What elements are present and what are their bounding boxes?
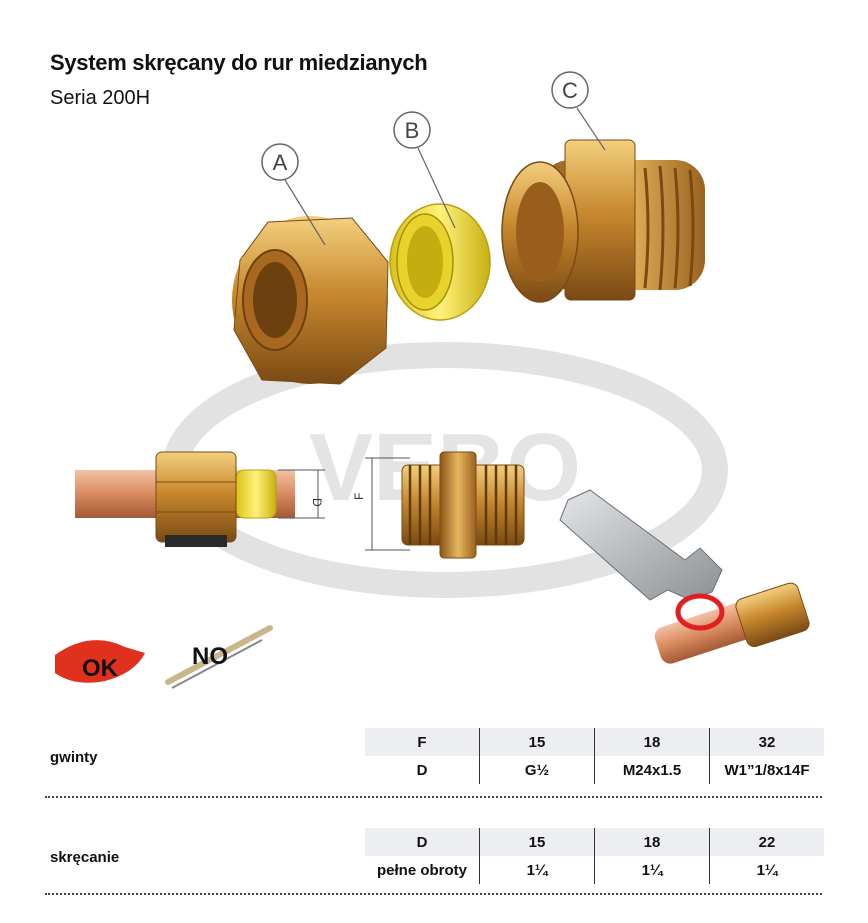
label-a-circle [261,143,299,181]
table-cell: D [416,761,428,779]
table-cell: 1¼ [709,856,824,884]
page-subtitle: Seria 200H [50,87,151,109]
label-c: C [562,78,578,103]
table-row: pełne obroty 1¼ 1¼ 1¼ [365,856,824,884]
product-illustration: VEBO A B C [55,71,810,689]
table-cell: 18 [594,728,710,756]
table-cell: 32 [709,728,824,756]
part-b-ring [389,203,491,321]
assembled-fitting [75,451,295,547]
threads-table: F 15 18 32 D G½ M24x1.5 W1”1/8x14F [365,728,824,784]
table-row: D G½ M24x1.5 W1”1/8x14F [365,756,824,784]
table-cell: 15 [479,728,595,756]
table-cell: pełne obroty [376,861,467,879]
threads-label: gwinty [50,749,98,766]
dimension-f [365,457,410,551]
ok-label: OK [82,655,119,682]
divider [45,796,822,798]
table-cell: M24x1.5 [594,756,710,784]
table-row: D 15 18 22 [365,828,824,856]
tightening-table: D 15 18 22 pełne obroty 1¼ 1¼ 1¼ [365,828,824,884]
label-b-circle [393,111,431,149]
dimension-f-label: F [352,493,366,500]
part-c-body [501,139,705,303]
page-title: System skręcany do rur miedzianych [50,50,428,75]
no-tool-icon [165,625,273,689]
label-a: A [273,150,288,175]
tightening-label: skręcanie [50,849,120,866]
divider [45,893,822,895]
dimension-d-label: D [310,498,324,507]
label-b: B [405,118,420,143]
table-cell: F [365,728,480,756]
table-cell: D [365,828,480,856]
table-cell: 15 [479,828,595,856]
table-cell: G½ [479,756,595,784]
dimension-d [278,469,325,519]
part-a-nut [232,216,389,385]
no-label: NO [192,643,228,670]
table-cell: 22 [709,828,824,856]
table-row: F 15 18 32 [365,728,824,756]
ok-tool-icon [55,640,145,683]
wrench-scene [559,489,810,664]
label-c-circle [551,71,589,109]
table-cell: W1”1/8x14F [709,756,824,784]
threaded-nipple [401,451,525,559]
table-cell: 1¼ [479,856,595,884]
table-cell: 18 [594,828,710,856]
table-cell: 1¼ [594,856,710,884]
